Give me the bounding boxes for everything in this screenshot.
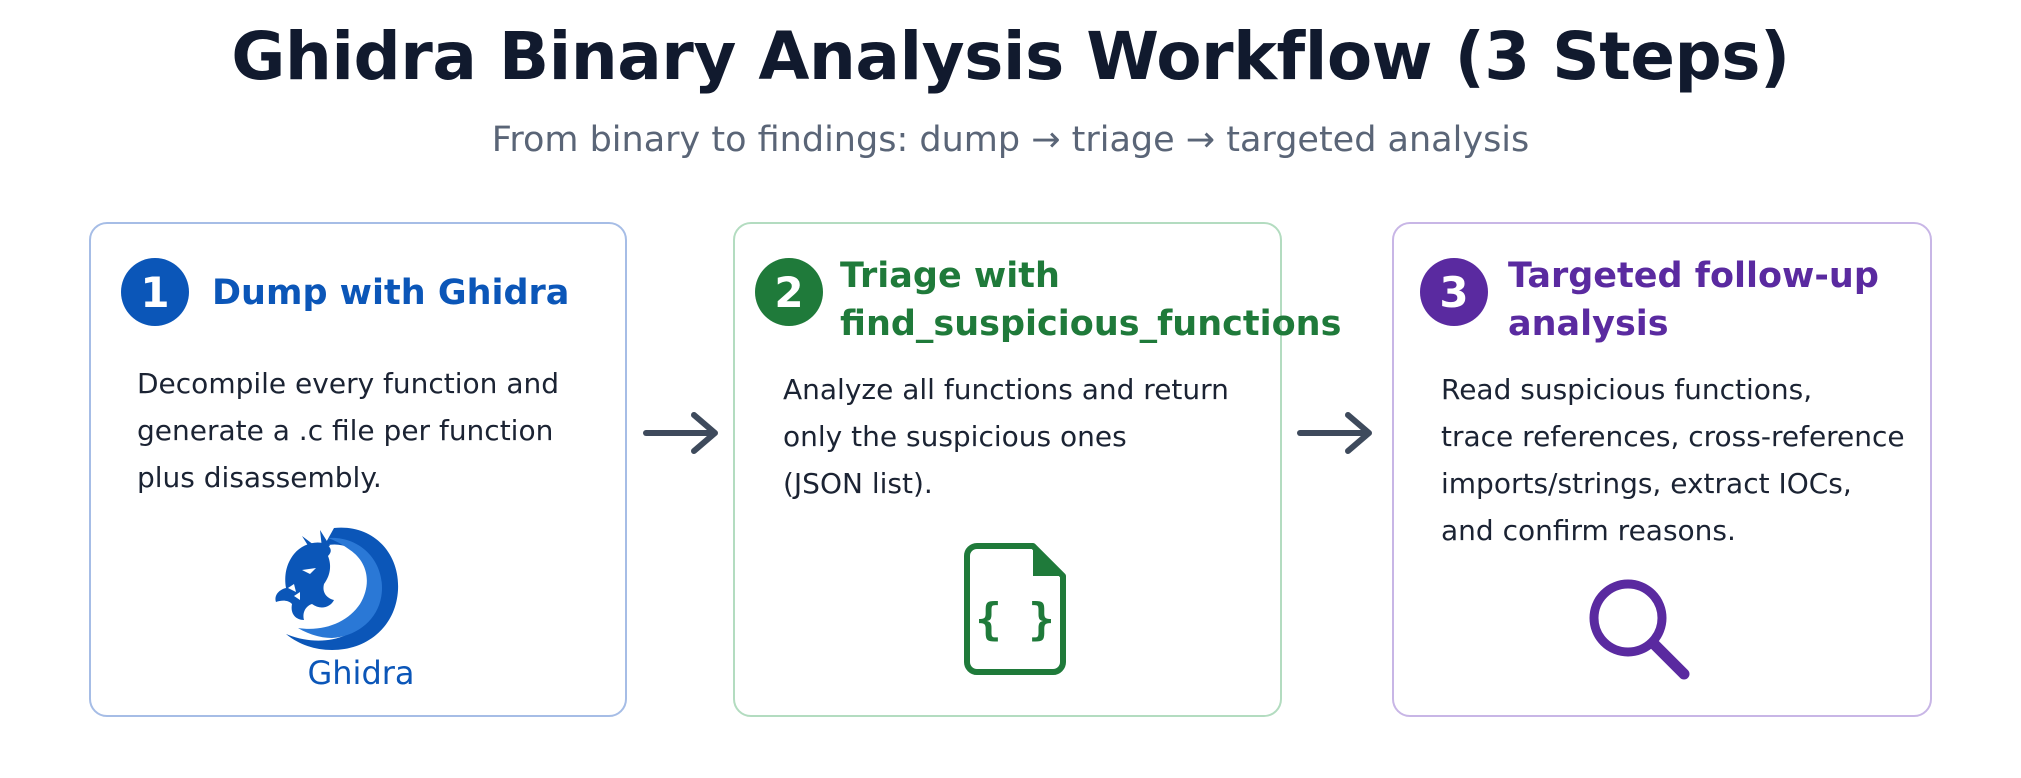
description-line: generate a .c file per function [137, 414, 554, 447]
step-card-triage: 2 Triage with find_suspicious_functions … [733, 222, 1342, 717]
description-line: plus disassembly. [137, 461, 382, 494]
magnifier-icon [1589, 579, 1690, 680]
step-card-dump: 1 Dump with Ghidra Decompile every funct… [89, 222, 627, 717]
json-file-icon: { } [964, 543, 1066, 675]
step-description: Decompile every function and generate a … [137, 360, 607, 501]
description-line: Decompile every function and [137, 367, 560, 400]
step-title-line: find_suspicious_functions [840, 304, 1342, 344]
description-line: (JSON list). [783, 467, 933, 500]
description-line: only the suspicious ones [783, 420, 1127, 453]
ghidra-dragon-logo-icon [275, 527, 399, 650]
step-title-line: Targeted follow-up [1508, 256, 1879, 296]
description-line: imports/strings, extract IOCs, [1441, 467, 1852, 500]
step-card-follow-up: 3 Targeted follow-up analysis Read suspi… [1392, 222, 1932, 717]
step-title: Dump with Ghidra [212, 273, 570, 313]
page-subtitle: From binary to findings: dump → triage →… [491, 120, 1530, 160]
description-line: Read suspicious functions, [1441, 373, 1813, 406]
step-number-badge: 2 [755, 258, 823, 326]
step-title: Targeted follow-up analysis [1508, 252, 1908, 348]
step-number-badge: 3 [1420, 258, 1488, 326]
description-line: Analyze all functions and return [783, 373, 1229, 406]
description-line: and confirm reasons. [1441, 514, 1736, 547]
arrow-right-icon [1297, 412, 1372, 454]
page-title: Ghidra Binary Analysis Workflow (3 Steps… [231, 18, 1790, 95]
step-description: Read suspicious functions, trace referen… [1441, 366, 1921, 554]
ghidra-logo-label: Ghidra [307, 654, 415, 692]
step-title-line: analysis [1508, 304, 1669, 344]
step-number-badge: 1 [121, 258, 189, 326]
step-description: Analyze all functions and return only th… [783, 366, 1253, 507]
step-title: Triage with find_suspicious_functions [840, 252, 1342, 348]
step-title-line: Triage with [840, 256, 1060, 296]
arrow-right-icon [643, 412, 718, 454]
svg-text:{ }: { } [975, 594, 1054, 645]
description-line: trace references, cross-reference [1441, 420, 1905, 453]
